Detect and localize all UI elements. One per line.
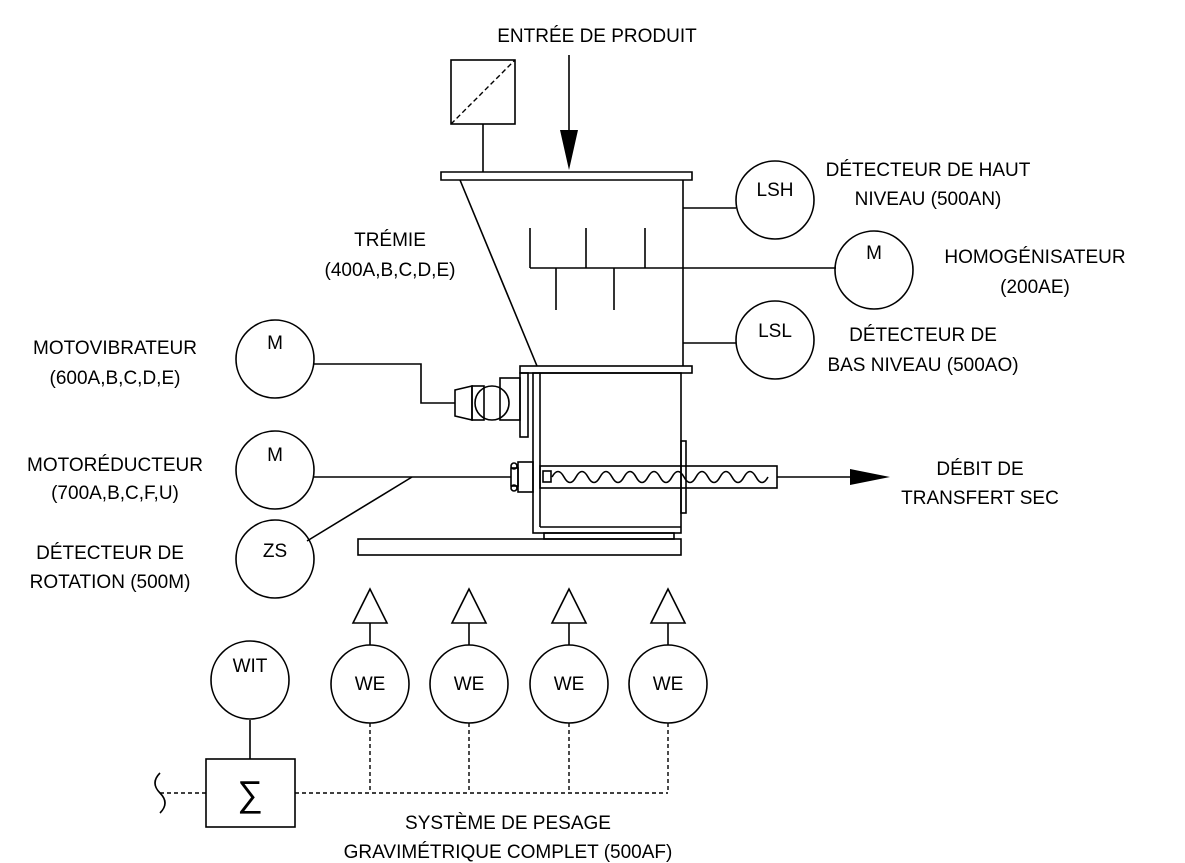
svg-text:WE: WE — [454, 674, 485, 695]
low-level-detector-instrument: LSL — [735, 300, 815, 380]
svg-text:ZS: ZS — [263, 541, 287, 562]
high-level-detector-instrument: LSH — [735, 160, 815, 240]
product-inlet-arrow — [560, 55, 578, 170]
svg-text:∑: ∑ — [237, 773, 263, 814]
vibrator-label-line2: (600A,B,C,D,E) — [50, 368, 181, 389]
hopper-label-line1: TRÉMIE — [354, 230, 426, 251]
flow-label-line1: DÉBIT DE — [936, 459, 1023, 480]
summation-block: ∑ — [205, 758, 296, 828]
high-level-label-line2: NIVEAU (500AN) — [855, 189, 1002, 210]
svg-text:WIT: WIT — [233, 656, 268, 677]
svg-text:LSL: LSL — [758, 321, 792, 342]
svg-text:M: M — [267, 333, 283, 354]
low-level-label-line1: DÉTECTEUR DE — [849, 325, 997, 346]
svg-text:WE: WE — [554, 674, 585, 695]
signal-break-symbol — [154, 772, 166, 814]
vibrator-motor-instrument: M — [235, 319, 315, 399]
gear-motor-label-line2: (700A,B,C,F,U) — [51, 483, 179, 504]
low-level-label-line2: BAS NIVEAU (500AO) — [827, 355, 1018, 376]
product-inlet-label: ENTRÉE DE PRODUIT — [497, 26, 697, 47]
vibrator-label-line1: MOTOVIBRATEUR — [33, 338, 197, 359]
weight-indicator-transmitter: WIT — [210, 640, 290, 720]
inlet-square-instrument — [450, 59, 516, 172]
hopper-label-line2: (400A,B,C,D,E) — [325, 260, 456, 281]
weighing-label-line1: SYSTÈME DE PESAGE — [405, 813, 611, 834]
screw-conveyor — [510, 461, 890, 493]
gear-motor-instrument: M — [235, 430, 315, 510]
rotation-detector-instrument: ZS — [235, 519, 315, 599]
hopper-flange — [519, 365, 693, 374]
homogenizer-label-line1: HOMOGÉNISATEUR — [944, 247, 1125, 268]
gear-motor-label-line1: MOTORÉDUCTEUR — [27, 455, 203, 476]
svg-text:LSH: LSH — [757, 180, 794, 201]
rotation-label-line1: DÉTECTEUR DE — [36, 543, 184, 564]
high-level-label-line1: DÉTECTEUR DE HAUT — [826, 160, 1031, 181]
load-cell-3: WE — [529, 587, 609, 793]
homogenizer-motor-instrument: M — [834, 230, 914, 310]
hopper — [440, 171, 836, 367]
homogenizer-label-line2: (200AE) — [1000, 277, 1070, 298]
svg-text:M: M — [267, 445, 283, 466]
svg-text:M: M — [866, 243, 882, 264]
vibrator-assembly — [314, 363, 529, 438]
svg-text:WE: WE — [355, 674, 386, 695]
feeder-body — [357, 372, 687, 556]
load-cell-2: WE — [429, 587, 509, 793]
svg-text:WE: WE — [653, 674, 684, 695]
flow-label-line2: TRANSFERT SEC — [901, 488, 1059, 509]
rotation-label-line2: ROTATION (500M) — [30, 572, 191, 593]
load-cell-1: WE — [330, 587, 410, 793]
weighing-label-line2: GRAVIMÉTRIQUE COMPLET (500AF) — [344, 842, 673, 863]
load-cell-4: WE — [628, 587, 708, 793]
